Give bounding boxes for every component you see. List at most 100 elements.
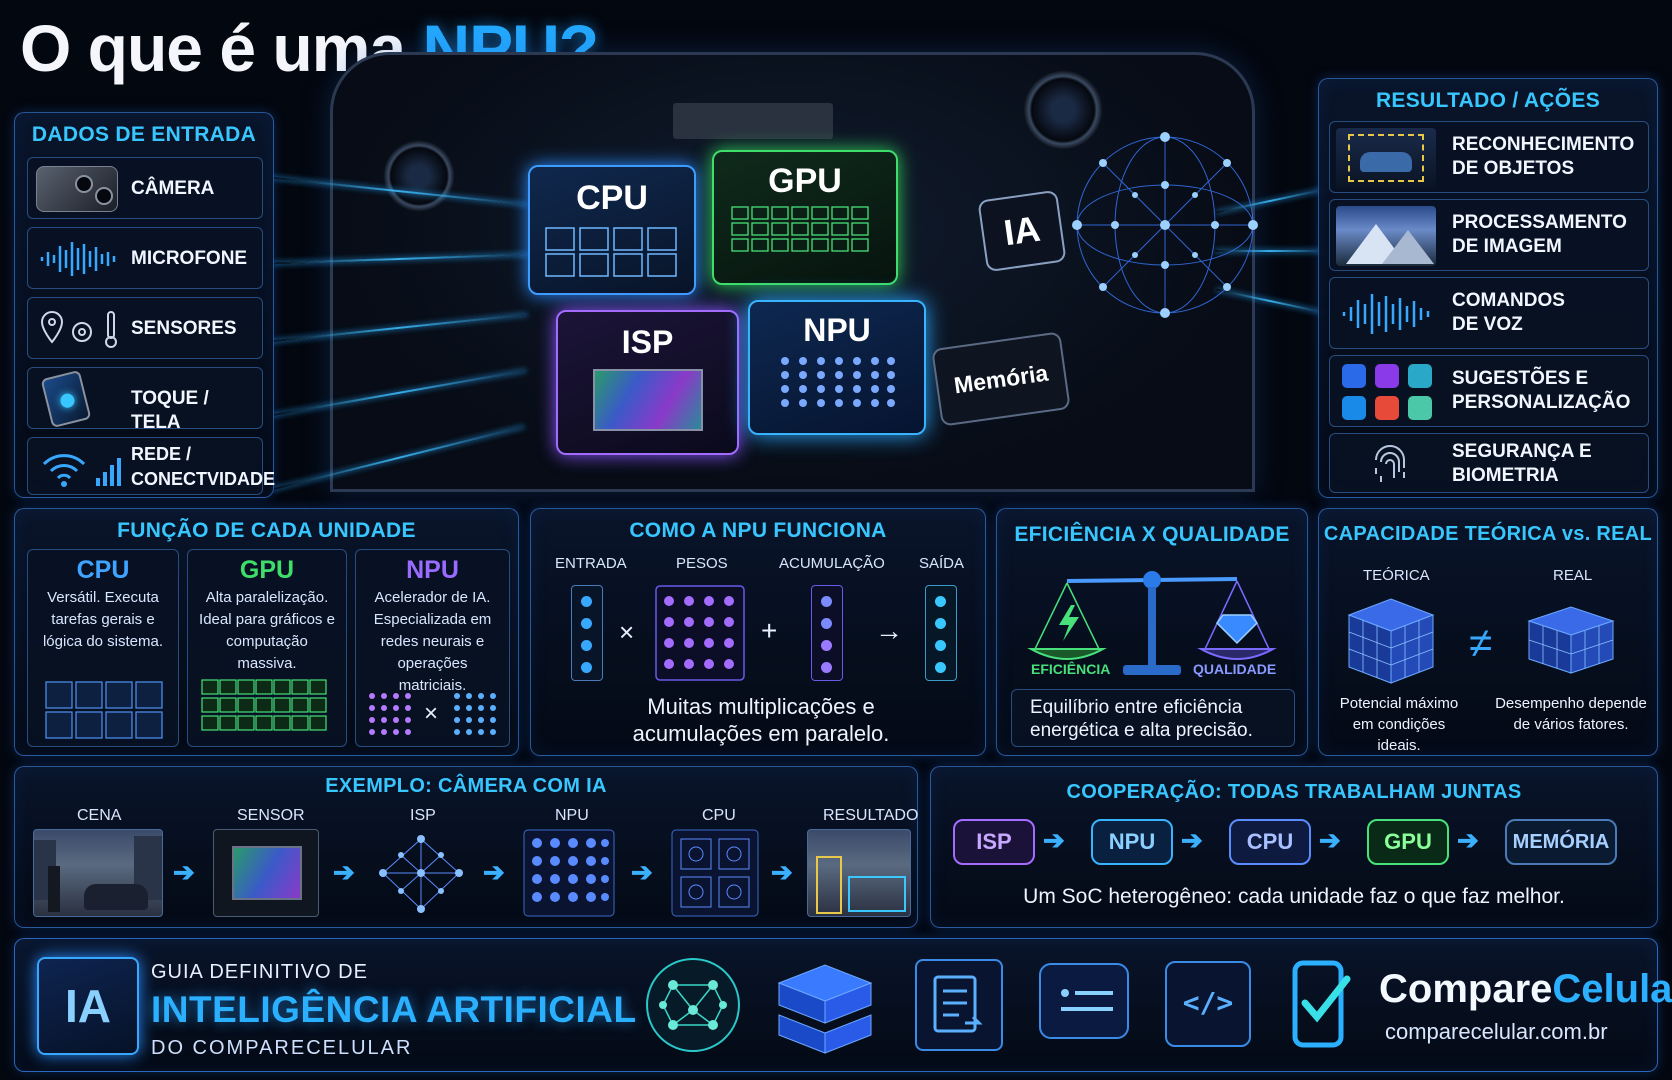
ia-badge: IA — [37, 957, 139, 1055]
eficiencia-panel: EFICIÊNCIA X QUALIDADE EFICIÊNCIA QUALID… — [996, 508, 1308, 756]
npu-grid-icon — [523, 829, 615, 917]
exemplo-step-npu: NPU — [555, 807, 589, 824]
chip-npu-label: NPU — [803, 312, 871, 348]
flow-arrow-1: ➔ — [173, 857, 195, 887]
como-panel: COMO A NPU FUNCIONA ENTRADA PESOS ACUMUL… — [530, 508, 986, 756]
unit-desc-cpu: Versátil. Executa tarefas gerais e lógic… — [42, 589, 164, 650]
code-icon: </> — [1165, 961, 1251, 1047]
cube-full-icon — [1347, 598, 1435, 684]
output-label-imagem: PROCESSAMENTO DE IMAGEM — [1452, 212, 1627, 257]
op-arrow: → — [875, 615, 903, 646]
unit-name-gpu: GPU — [239, 556, 295, 584]
cube-partial-icon — [1527, 606, 1615, 674]
output-label-seguranca: SEGURANÇA E BIOMETRIA — [1452, 441, 1592, 486]
eficiencia-right-label: QUALIDADE — [1193, 661, 1277, 677]
input-item-microfone: MICROFONE — [27, 227, 263, 289]
input-item-rede: REDE / CONECTVIDADE — [27, 437, 275, 495]
capacidade-right-caption: Desempenho depende de vários fatores. — [1495, 695, 1647, 733]
output-label-sugestoes: SUGESTÕES E PERSONALIZAÇÃO — [1452, 368, 1631, 413]
voice-waveform-icon — [1342, 294, 1430, 334]
input-label-microfone: MICROFONE — [131, 248, 248, 269]
como-panel-title: COMO A NPU FUNCIONA — [629, 519, 887, 542]
chip-ia: IA — [977, 189, 1067, 273]
app-grid-icon — [1342, 364, 1434, 420]
exemplo-step-resultado: RESULTADO — [823, 807, 919, 824]
chat-icon — [1039, 963, 1129, 1039]
unit-npu-times: × — [424, 700, 439, 727]
cooperacao-panel: COOPERAÇÃO: TODAS TRABALHAM JUNTAS ISP ➔… — [930, 766, 1658, 928]
coop-chip-gpu: GPU — [1367, 819, 1449, 865]
output-label-objetos: RECONHECIMENTO DE OBJETOS — [1452, 134, 1635, 179]
flow-arrow-2: ➔ — [333, 857, 355, 887]
unit-card-npu: NPU Acelerador de IA. Especializada em r… — [355, 549, 510, 747]
vector-acumulacao — [811, 585, 843, 681]
eficiencia-panel-title: EFICIÊNCIA X QUALIDADE — [1014, 523, 1290, 546]
output-item-objetos: RECONHECIMENTO DE OBJETOS — [1329, 121, 1649, 193]
flow-arrow-5: ➔ — [771, 857, 793, 887]
unit-card-gpu: GPU Alta paralelização. Ideal para gráfi… — [187, 549, 347, 747]
sensor-image — [213, 829, 319, 917]
unit-desc-gpu: Alta paralelização. Ideal para gráficos … — [199, 589, 335, 672]
flow-arrow-4: ➔ — [631, 857, 653, 887]
vector-saida — [925, 585, 957, 681]
op-multiply: × — [619, 617, 635, 647]
scene-image — [33, 829, 163, 917]
cooperacao-caption: Um SoC heterogêneo: cada unidade faz o q… — [1023, 885, 1565, 908]
chip-npu: NPU — [748, 300, 926, 435]
como-col-pesos: PESOS — [676, 555, 728, 572]
chip-memoria-label: Memória — [952, 359, 1050, 399]
exemplo-step-cpu: CPU — [702, 807, 736, 824]
eficiencia-caption: Equilíbrio entre eficiência energética e… — [1030, 697, 1253, 741]
unit-desc-npu: Acelerador de IA. Especializada em redes… — [373, 589, 492, 694]
chip-isp: ISP — [556, 310, 739, 455]
exemplo-step-sensor: SENSOR — [237, 807, 305, 824]
coop-arrow-2: ➔ — [1181, 825, 1203, 855]
exemplo-panel: EXEMPLO: CÂMERA COM IA CENA SENSOR ISP N… — [14, 766, 918, 928]
output-item-seguranca: SEGURANÇA E BIOMETRIA — [1329, 433, 1649, 493]
mountain-image-icon — [1336, 206, 1436, 266]
output-label-voz: COMANDOS DE VOZ — [1452, 290, 1565, 335]
camera-lens-left — [383, 140, 455, 212]
unit-name-cpu: CPU — [76, 556, 130, 584]
capacidade-panel-title: CAPACIDADE TEÓRICA vs. REAL — [1323, 523, 1653, 545]
ia-badge-label: IA — [65, 980, 111, 1032]
camera-icon — [36, 166, 118, 212]
sensors-icon — [40, 310, 117, 348]
footer-line3: DO COMPARECELULAR — [151, 1037, 413, 1059]
input-item-camera: CÂMERA — [27, 157, 263, 219]
gpu-grid-icon — [731, 206, 869, 252]
output-panel-title: RESULTADO / AÇÕES — [1375, 89, 1601, 112]
coop-chip-npu: NPU — [1091, 819, 1173, 865]
gpu-blocks-icon — [201, 679, 327, 731]
input-item-toque: TOQUE / TELA — [27, 367, 263, 433]
chip-cpu: CPU — [528, 165, 696, 295]
board-connector — [673, 103, 833, 139]
coop-chip-memoria: MEMÓRIA — [1505, 819, 1617, 865]
capacidade-left-label: TEÓRICA — [1363, 567, 1430, 584]
touch-icon — [40, 369, 92, 429]
balance-scale-icon — [1027, 571, 1277, 675]
comparecelular-logo-icon — [1292, 960, 1351, 1048]
footer-line2: INTELIGÊNCIA ARTIFICIAL — [151, 989, 637, 1030]
brand-name: CompareCelular — [1379, 967, 1672, 1012]
chip-ia-label: IA — [1001, 207, 1043, 254]
npu-matrix-small-icon-2 — [454, 693, 496, 735]
exemplo-step-cena: CENA — [77, 807, 122, 824]
cpu-blocks-icon — [45, 681, 163, 739]
car-detection-icon — [1336, 128, 1436, 188]
weights-matrix-icon — [655, 585, 745, 681]
data-blocks-icon — [777, 964, 873, 1054]
como-col-saida: SAÍDA — [919, 555, 965, 572]
funcao-panel: FUNÇÃO DE CADA UNIDADE CPU Versátil. Exe… — [14, 508, 519, 756]
document-icon — [915, 959, 1003, 1051]
como-col-acumulacao: ACUMULAÇÃO — [779, 555, 885, 572]
page-title: O que é uma NPU? — [20, 10, 599, 86]
vector-entrada — [571, 585, 603, 681]
coop-arrow-4: ➔ — [1457, 825, 1479, 855]
output-item-voz: COMANDOS DE VOZ — [1329, 277, 1649, 349]
como-caption: Muitas multiplicações e acumulações em p… — [632, 694, 890, 746]
footer-line1: GUIA DEFINITIVO DE — [151, 961, 368, 983]
unit-card-cpu: CPU Versátil. Executa tarefas gerais e l… — [27, 549, 179, 747]
chip-gpu: GPU — [712, 150, 898, 285]
isp-network-icon — [379, 835, 463, 913]
